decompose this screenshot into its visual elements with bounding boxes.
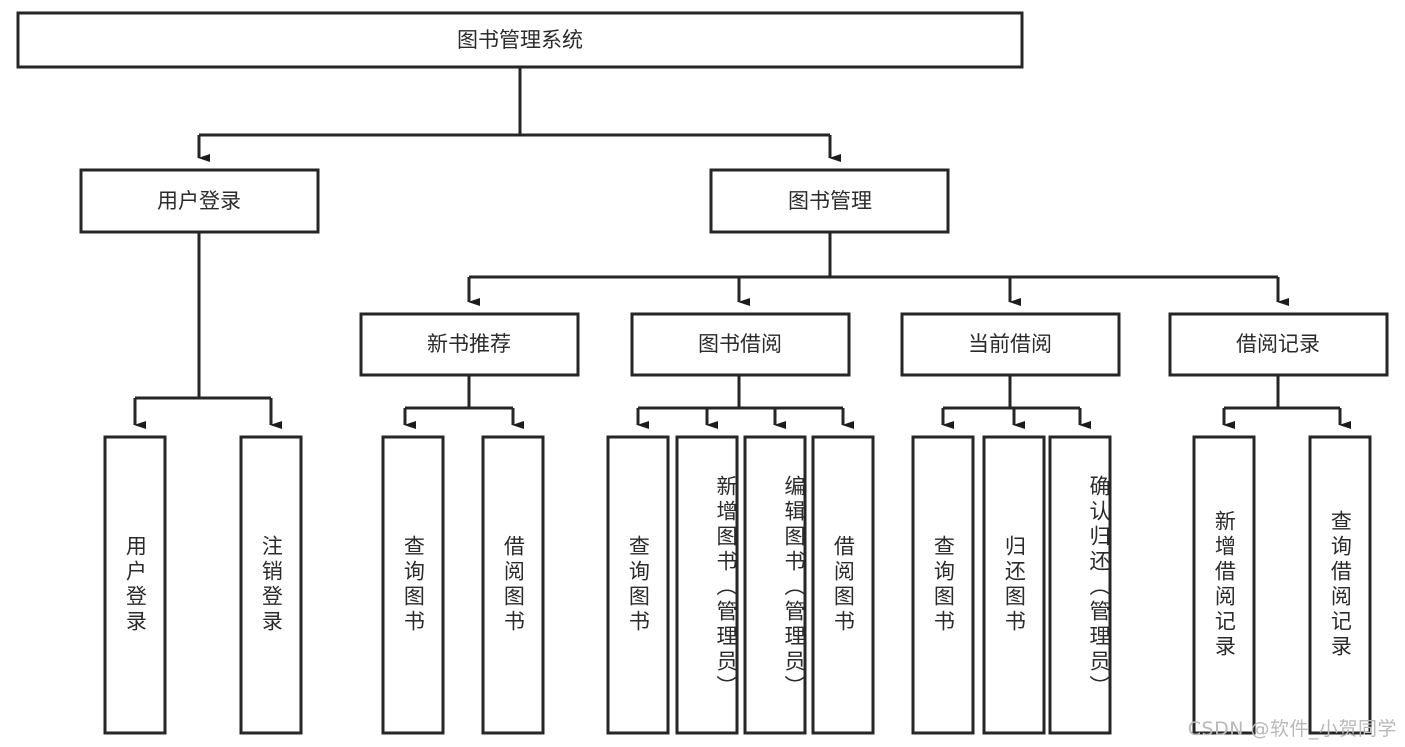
node-current-borrow-label: 当前借阅 <box>968 332 1052 356</box>
node-leaf-book-borrow-2-box[interactable] <box>675 435 739 735</box>
node-leaf-book-borrow-3-box[interactable] <box>743 435 807 735</box>
node-leaf-current-borrow-3-box[interactable] <box>1048 435 1112 735</box>
node-leaf-user-login-2-box[interactable] <box>239 435 303 735</box>
node-new-book-box[interactable] <box>359 312 580 377</box>
node-leaf-new-book-2-box[interactable] <box>481 435 545 735</box>
node-leaf-user-login-1-box[interactable] <box>103 435 167 735</box>
node-root-box[interactable] <box>16 11 1024 69</box>
watermark-label: CSDN @软件_小贺同学 <box>1187 718 1397 740</box>
node-book-borrow-box[interactable] <box>630 312 851 377</box>
node-borrow-record-label: 借阅记录 <box>1236 332 1320 356</box>
node-book-manage-label: 图书管理 <box>788 189 872 213</box>
node-new-book-label: 新书推荐 <box>427 332 511 356</box>
node-book-manage-box[interactable] <box>709 168 950 234</box>
node-leaf-borrow-record-1-box[interactable] <box>1192 435 1256 735</box>
node-leaf-book-borrow-4-box[interactable] <box>811 435 875 735</box>
node-current-borrow-box[interactable] <box>900 312 1121 377</box>
node-leaf-new-book-1-box[interactable] <box>381 435 445 735</box>
node-leaf-current-borrow-2-box[interactable] <box>982 435 1046 735</box>
node-user-login-label: 用户登录 <box>157 189 241 213</box>
node-leaf-borrow-record-2-box[interactable] <box>1308 435 1372 735</box>
node-borrow-record-box[interactable] <box>1168 312 1389 377</box>
node-leaf-book-borrow-1-box[interactable] <box>606 435 670 735</box>
node-leaf-current-borrow-1-box[interactable] <box>911 435 975 735</box>
node-book-borrow-label: 图书借阅 <box>698 332 782 356</box>
node-root-label: 图书管理系统 <box>457 28 583 52</box>
